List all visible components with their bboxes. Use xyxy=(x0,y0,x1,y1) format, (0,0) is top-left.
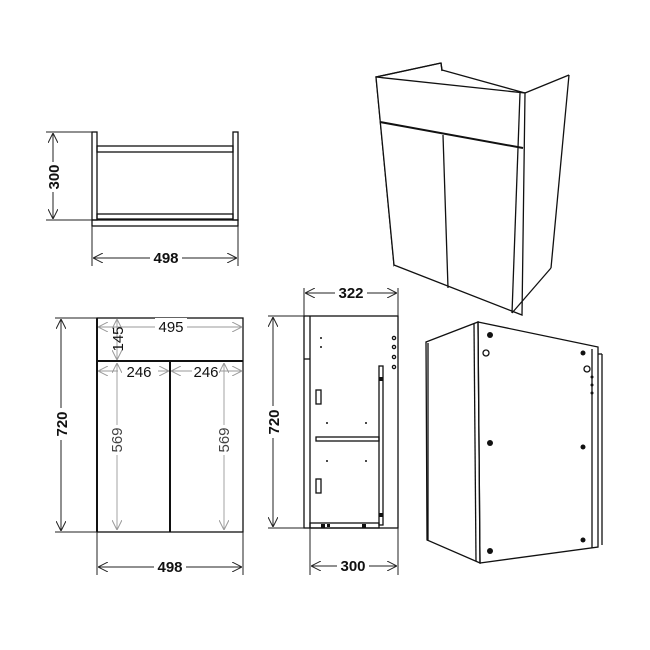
isometric-front-view xyxy=(375,62,570,316)
top-view: 300 498 xyxy=(44,131,239,267)
dim-side-total-depth: 322 xyxy=(338,285,363,302)
isometric-back-view xyxy=(425,321,603,564)
side-view: 322 720 300 xyxy=(264,284,399,575)
dim-door-height-left: 569 xyxy=(109,427,126,452)
dim-side-carcass-depth: 300 xyxy=(340,558,365,575)
dim-side-height: 720 xyxy=(266,409,283,434)
dim-inner-width: 495 xyxy=(158,319,183,336)
dim-door-height-right: 569 xyxy=(216,427,233,452)
front-view: 720 495 145 246 246 569 569 498 xyxy=(52,317,244,576)
dim-top-width: 498 xyxy=(153,250,178,267)
dim-door-width-right: 246 xyxy=(193,364,218,381)
dim-front-height: 720 xyxy=(54,411,71,436)
dim-front-width: 498 xyxy=(157,559,182,576)
dim-top-depth: 300 xyxy=(46,164,63,189)
dim-door-width-left: 246 xyxy=(126,364,151,381)
dim-drawer-height: 145 xyxy=(110,326,127,351)
